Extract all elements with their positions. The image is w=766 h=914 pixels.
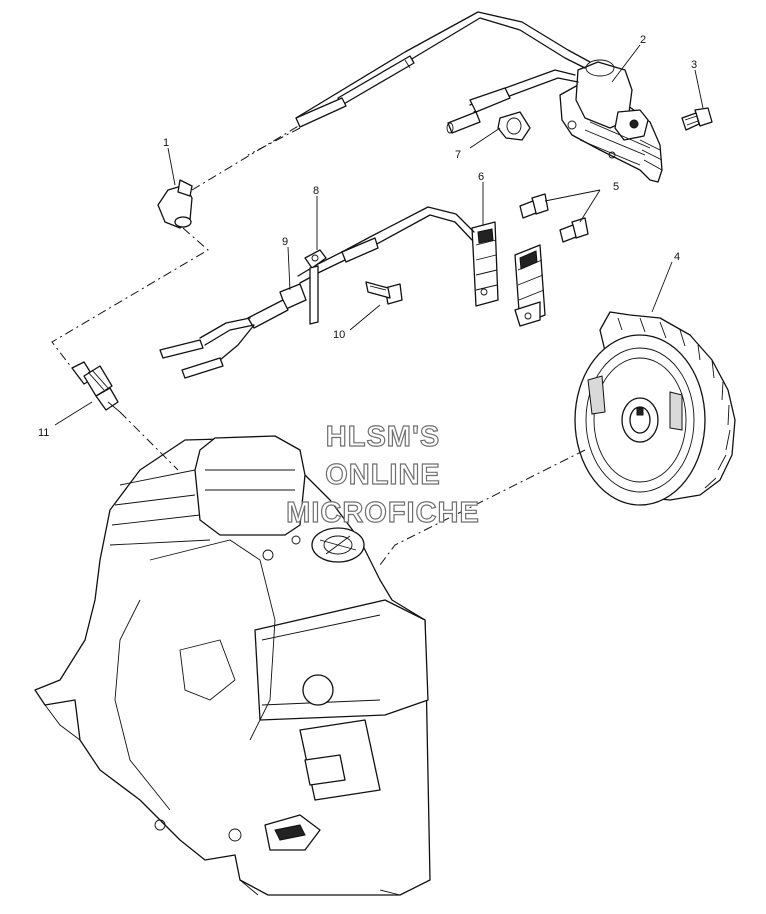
mounting-bolt bbox=[365, 281, 403, 305]
part-label-7: 7 bbox=[455, 149, 461, 161]
part-label-5: 5 bbox=[613, 181, 619, 193]
spark-plug bbox=[71, 361, 121, 413]
watermark-line-1: HLSM'S bbox=[326, 421, 440, 453]
flywheel bbox=[574, 311, 736, 506]
part-label-4: 4 bbox=[674, 251, 680, 263]
ignition-module bbox=[471, 221, 546, 327]
assembly-leader-lines bbox=[51, 124, 586, 566]
engine-block bbox=[34, 435, 431, 896]
module-screws bbox=[519, 193, 589, 243]
ignition-coil bbox=[559, 59, 663, 183]
coil-ground-lead bbox=[446, 69, 579, 134]
part-label-8: 8 bbox=[313, 185, 319, 197]
wire-harness bbox=[159, 283, 307, 379]
coil-screw bbox=[681, 107, 713, 131]
part-label-2: 2 bbox=[640, 34, 646, 46]
watermark-line-3: MICROFICHE bbox=[286, 497, 480, 529]
part-label-3: 3 bbox=[691, 59, 697, 71]
part-label-6: 6 bbox=[478, 171, 484, 183]
part-label-11: 11 bbox=[38, 427, 49, 439]
module-harness bbox=[297, 206, 475, 284]
part-label-10: 10 bbox=[333, 329, 345, 341]
watermark: HLSM'S ONLINE MICROFICHE bbox=[286, 420, 480, 529]
wire-clip bbox=[497, 111, 531, 141]
spark-plug-lead bbox=[295, 11, 591, 128]
part-label-1: 1 bbox=[163, 137, 169, 149]
watermark-line-2: ONLINE bbox=[325, 459, 441, 491]
ground-terminal bbox=[304, 249, 327, 325]
spark-plug-boot bbox=[157, 179, 193, 229]
part-label-9: 9 bbox=[282, 236, 288, 248]
callout-leaders bbox=[54, 44, 704, 426]
